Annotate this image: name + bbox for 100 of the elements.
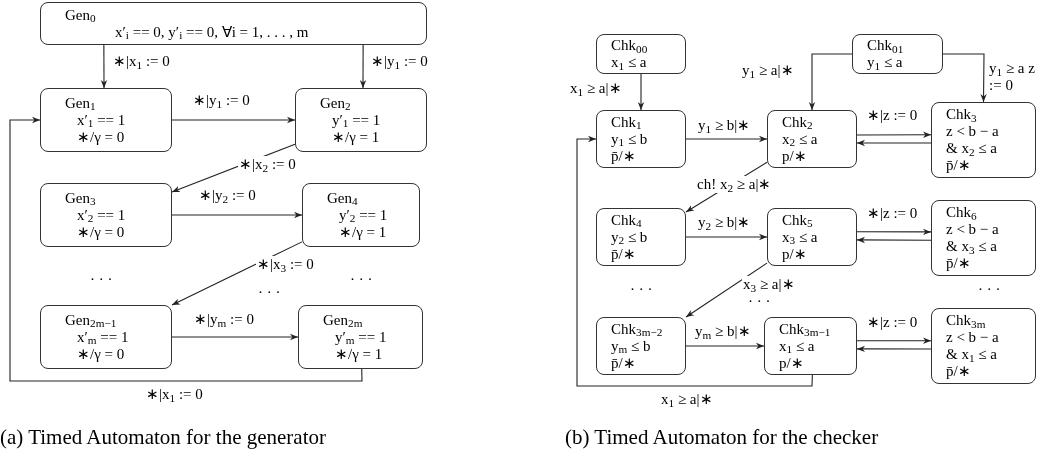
state-condition: x′$_{2}$ == 1 [77, 206, 126, 224]
state-name: Chk$_{4}$ [611, 211, 642, 229]
edge-label: x$_{1}$ ≥ a|∗ [569, 80, 623, 97]
transition-arrow [856, 131, 932, 138]
state-condition: p̄/∗ [611, 354, 636, 372]
state-name: Chk$_{3m}$ [946, 312, 986, 329]
edge-label: y$_{1}$ ≥ a|∗ [741, 62, 795, 79]
state-condition: p̄/∗ [611, 245, 636, 263]
state-condition: x′$_{1}$ == 1 [77, 111, 126, 129]
state-box [40, 183, 172, 247]
state-condition: ∗/γ = 1 [332, 128, 380, 146]
state-box [596, 208, 686, 266]
state-name: Chk$_{00}$ [611, 37, 648, 54]
state-condition: y$_{1}$ ≤ a [867, 54, 903, 71]
transition-arrow [576, 135, 813, 387]
state-box [767, 110, 857, 168]
transition-arrow [171, 116, 296, 124]
state-condition: p/∗ [782, 147, 807, 165]
state-name: Gen$_{1}$ [65, 94, 96, 112]
state-name: Gen$_{2}$ [320, 94, 351, 112]
transition-arrow [856, 139, 932, 147]
state-box [596, 34, 686, 74]
state-condition: y$_{1}$ ≤ b [611, 130, 648, 148]
figure-caption: (b) Timed Automaton for the checker [565, 424, 879, 451]
state-condition: z < b − a [946, 221, 999, 238]
edge-label: ∗|y$_{m}$ := 0 [193, 311, 255, 328]
state-condition: z < b − a [946, 329, 999, 346]
edge-label: x$_{1}$ ≥ a|∗ [660, 391, 714, 408]
transition-arrow [942, 53, 987, 103]
state-condition: y′$_{m}$ == 1 [335, 328, 387, 346]
state-condition: x$_{1}$ ≤ a [611, 54, 647, 71]
state-condition: ∗/γ = 0 [77, 128, 125, 146]
state-name: Chk$_{5}$ [782, 211, 813, 229]
transition-arrow [171, 241, 303, 306]
state-condition: p̄/∗ [946, 255, 971, 272]
state-condition: p/∗ [782, 245, 807, 263]
state-box [302, 183, 420, 247]
transition-arrow [637, 73, 645, 111]
transition-arrow [685, 262, 768, 318]
state-condition: y′$_{2}$ == 1 [339, 206, 388, 224]
edge-label: ∗|z := 0 [866, 205, 919, 222]
edge-label: y$_{m}$ ≥ b|∗ [694, 323, 752, 340]
state-box [764, 317, 857, 375]
state-condition: & x$_{3}$ ≤ a [946, 238, 997, 255]
ellipsis: · · · [630, 280, 653, 299]
state-box [596, 110, 686, 168]
state-name: Chk$_{2}$ [782, 113, 813, 131]
state-name: Chk$_{3m−2}$ [611, 320, 663, 338]
edge-label: ∗|y$_{2}$ := 0 [198, 187, 257, 204]
state-condition: p̄/∗ [611, 147, 636, 165]
state-condition: & x$_{1}$ ≤ a [946, 346, 997, 363]
state-condition: p/∗ [779, 354, 804, 372]
state-condition: x′$_{i}$ == 0, y′$_{i}$ == 0, ∀i = 1, . . . , m [115, 23, 309, 41]
edge-label: ∗|x$_{1}$ := 0 [145, 386, 204, 403]
state-condition: y′$_{1}$ == 1 [332, 111, 381, 129]
state-name: Gen$_{3}$ [65, 189, 96, 207]
state-condition: x$_{3}$ ≤ a [782, 228, 818, 246]
state-name: Chk$_{1}$ [611, 113, 642, 131]
state-box [767, 208, 857, 266]
edge-label: ∗|x$_{2}$ := 0 [238, 156, 297, 173]
ellipsis: · · · [350, 270, 373, 289]
transition-arrow [856, 345, 932, 353]
transition-arrow [171, 211, 303, 219]
state-box [931, 308, 1036, 384]
state-condition: p̄/∗ [946, 363, 971, 380]
edge-label: x$_{3}$ ≥ a|∗ [742, 276, 796, 293]
transition-arrow [685, 342, 765, 350]
edge-label: ∗|x$_{1}$ := 0 [112, 53, 171, 70]
state-name: Chk$_{6}$ [946, 204, 977, 221]
state-condition: & x$_{2}$ ≤ a [946, 140, 997, 157]
ellipsis: · · · [978, 280, 1001, 299]
state-condition: x′$_{m}$ == 1 [77, 328, 129, 346]
state-condition: z < b − a [946, 123, 999, 140]
state-name: Gen$_{0}$ [65, 6, 96, 24]
ellipsis: · · · [90, 270, 113, 289]
state-box [40, 88, 172, 152]
state-box [931, 200, 1036, 276]
state-condition: y$_{2}$ ≤ b [611, 228, 648, 246]
state-box [40, 2, 427, 45]
state-name: Chk$_{01}$ [867, 37, 904, 54]
state-box [298, 305, 423, 369]
state-condition: ∗/γ = 1 [335, 345, 383, 363]
state-box [596, 317, 686, 375]
figure-caption: (a) Timed Automaton for the generator [0, 424, 326, 451]
state-box [40, 305, 172, 369]
transition-arrow [685, 135, 768, 143]
state-condition: y$_{m}$ ≤ b [611, 337, 651, 355]
state-condition: ∗/γ = 1 [339, 223, 387, 241]
state-name: Chk$_{3m−1}$ [779, 320, 831, 338]
ellipsis: · · · [258, 283, 281, 302]
edge-label: ∗|z := 0 [866, 314, 919, 331]
state-name: Gen$_{4}$ [327, 189, 358, 207]
transition-arrow [856, 337, 932, 344]
state-box [852, 34, 943, 74]
state-box [931, 102, 1036, 178]
state-name: Gen$_{2m−1}$ [65, 311, 117, 329]
transition-arrow [685, 233, 768, 241]
edge-label: ∗|y$_{1}$ := 0 [192, 92, 251, 109]
transition-arrow [808, 53, 853, 111]
ellipsis: · · · [748, 292, 771, 311]
